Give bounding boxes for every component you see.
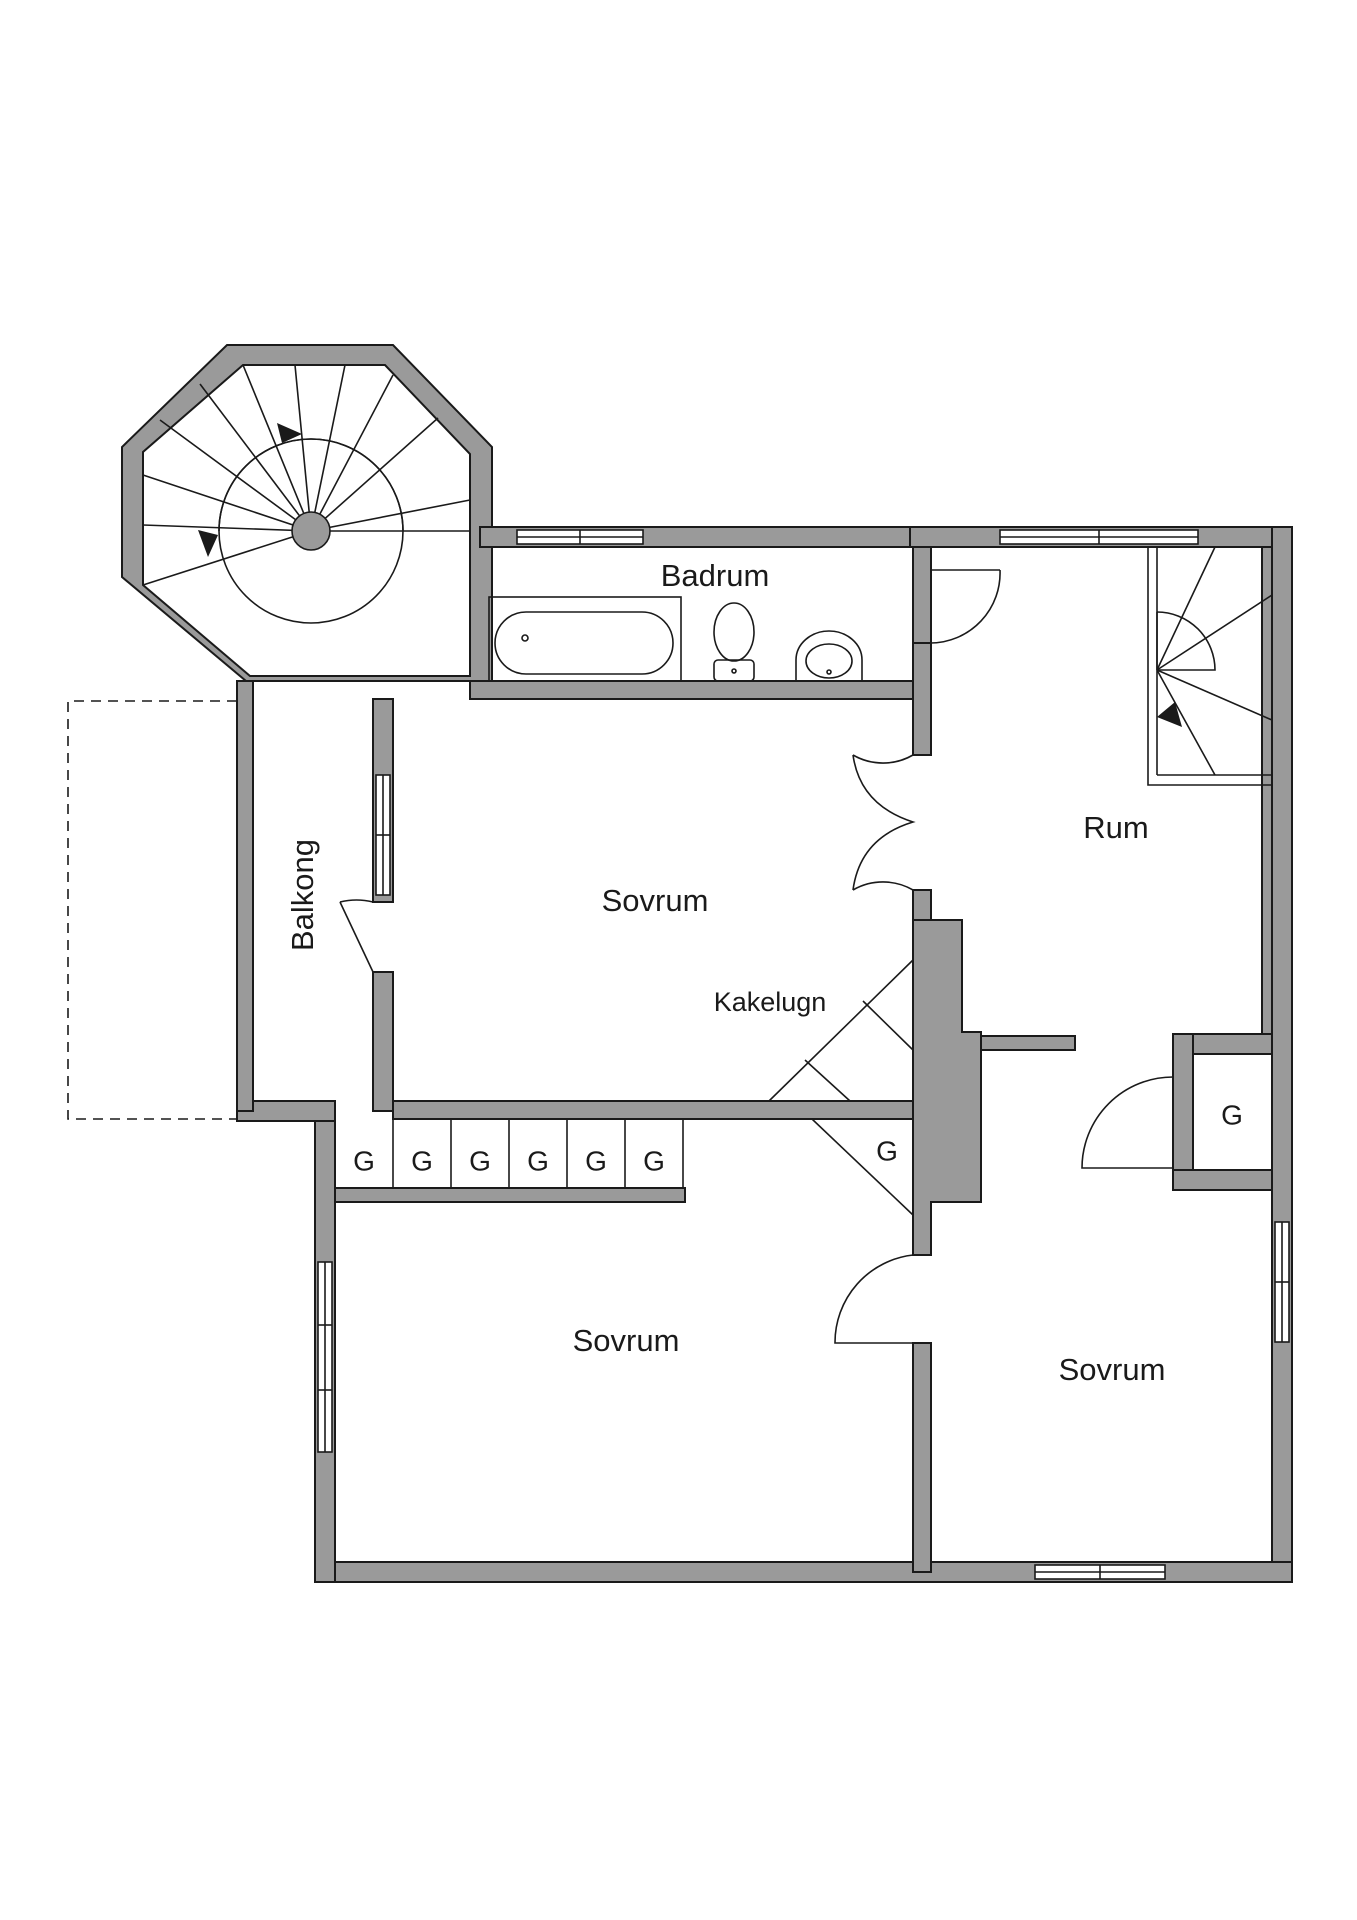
balcony-dashed-outline: [67, 700, 237, 1120]
door-balcony: [339, 899, 374, 973]
stair-arrow-icon: [277, 423, 302, 443]
kakelugn-stove: [768, 959, 914, 1216]
closet-label: G: [353, 1145, 375, 1176]
wall-right: [1271, 526, 1293, 1583]
closet-label: G: [469, 1145, 491, 1176]
stair-tower-wall: [121, 344, 493, 682]
wall-sovrum-bottom: [392, 1100, 932, 1120]
closet-label: G: [585, 1145, 607, 1176]
closet-label: G: [1221, 1099, 1243, 1130]
wall-balcony-sovrum-lower: [372, 971, 394, 1112]
sink: [795, 630, 863, 681]
wall-right-inner: [1261, 546, 1273, 1048]
wall-lower-vertical-2: [912, 1342, 932, 1573]
chimney-block: [912, 919, 982, 1256]
corner-staircase: [1147, 546, 1273, 786]
wall-closet-right-left: [1172, 1033, 1194, 1187]
wall-between-stub: [912, 642, 932, 756]
toilet: [713, 602, 755, 682]
window-sovrum-upper: [375, 774, 391, 896]
room-label-sovrum-lower-right: Sovrum: [1059, 1352, 1166, 1387]
stair-arrow-icon: [198, 530, 218, 557]
window-bathroom: [516, 529, 644, 545]
window-rum: [999, 529, 1199, 545]
spiral-staircase: [142, 364, 471, 624]
room-label-balkong: Balkong: [285, 839, 320, 951]
door-bathroom: [930, 569, 1001, 644]
closet-label: G: [876, 1135, 898, 1166]
wall-balcony-left: [236, 680, 254, 1112]
window-bottom: [1034, 1564, 1166, 1580]
room-label-sovrum-lower-left: Sovrum: [573, 1323, 680, 1358]
stair-arrow-icon: [1157, 702, 1182, 727]
wall-closet-bottom: [334, 1187, 686, 1203]
door-sovrum-double: [852, 754, 916, 891]
closet-label: G: [527, 1145, 549, 1176]
door-closet-right: [1081, 1054, 1174, 1170]
closet-row: [334, 1119, 684, 1188]
closet-label: G: [643, 1145, 665, 1176]
room-label-rum: Rum: [1083, 810, 1148, 845]
door-sovrum-lower-left: [834, 1254, 914, 1344]
wall-partition-stub: [980, 1035, 1076, 1051]
wall-bath-bottom: [469, 680, 931, 700]
window-sovrum-lower-right: [1274, 1221, 1290, 1343]
fixture-label-kakelugn: Kakelugn: [714, 987, 827, 1017]
bathtub: [488, 596, 682, 682]
wall-closet-right-bottom: [1172, 1169, 1273, 1191]
spiral-stair-core: [291, 511, 331, 551]
window-sovrum-lower-left: [317, 1261, 333, 1453]
room-label-sovrum-upper: Sovrum: [602, 883, 709, 918]
closet-label: G: [411, 1145, 433, 1176]
room-label-badrum: Badrum: [661, 558, 770, 593]
